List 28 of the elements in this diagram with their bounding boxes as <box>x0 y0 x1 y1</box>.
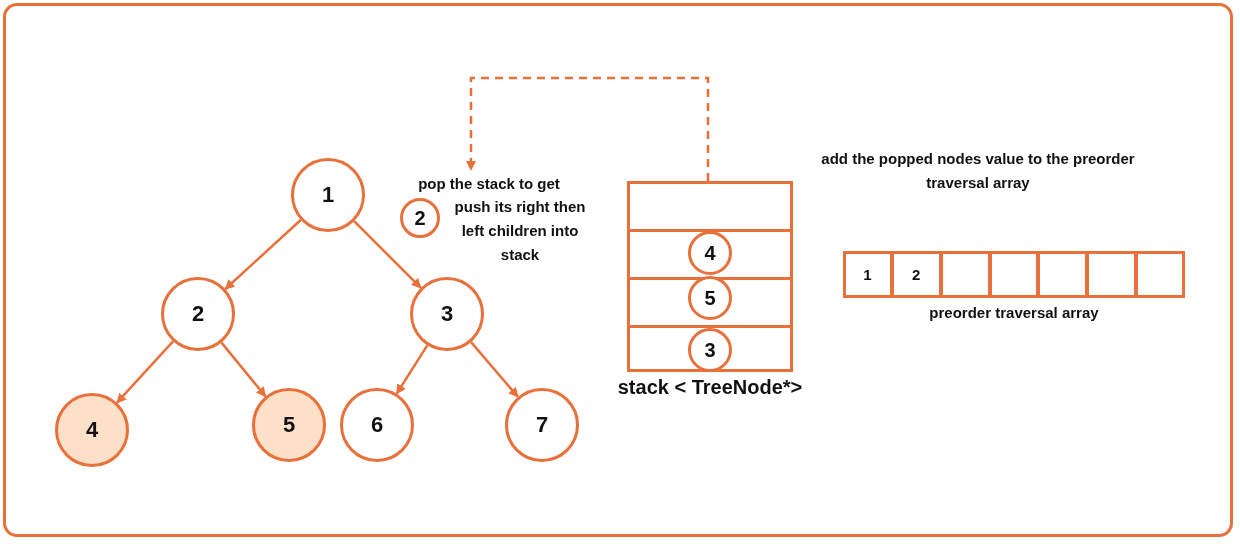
arrow <box>220 341 267 398</box>
empty-cell <box>1038 251 1088 298</box>
node-circle: 2 <box>161 277 235 351</box>
step-text: pop the stack to get <box>398 172 580 196</box>
arrow <box>353 220 422 289</box>
empty-cell <box>1087 251 1137 298</box>
array-caption: preorder traversal array <box>928 304 1100 321</box>
node-circle: 3 <box>410 277 484 351</box>
empty-cell <box>940 251 990 298</box>
node-circle: 3 <box>688 328 732 372</box>
array-cell: 2 <box>891 251 941 298</box>
node-circle: 1 <box>291 158 365 232</box>
node-circle: 4 <box>688 231 732 275</box>
note-text: push its right then left children into stack <box>453 197 587 265</box>
arrow <box>224 219 302 290</box>
stack-label: stack < TreeNode*> <box>616 376 804 399</box>
node-circle: 5 <box>688 276 732 320</box>
arrow <box>470 341 519 398</box>
node-circle: 4 <box>55 393 129 467</box>
node-circle: 2 <box>400 198 440 238</box>
note-text: add the popped nodes value to the preorder traversal array <box>820 149 1136 193</box>
empty-cell <box>989 251 1039 298</box>
arrow <box>395 344 429 395</box>
node-circle: 7 <box>505 388 579 462</box>
node-circle: 6 <box>340 388 414 462</box>
dashed-arrow <box>466 76 710 181</box>
node-circle: 5 <box>252 388 326 462</box>
arrow <box>116 340 174 404</box>
